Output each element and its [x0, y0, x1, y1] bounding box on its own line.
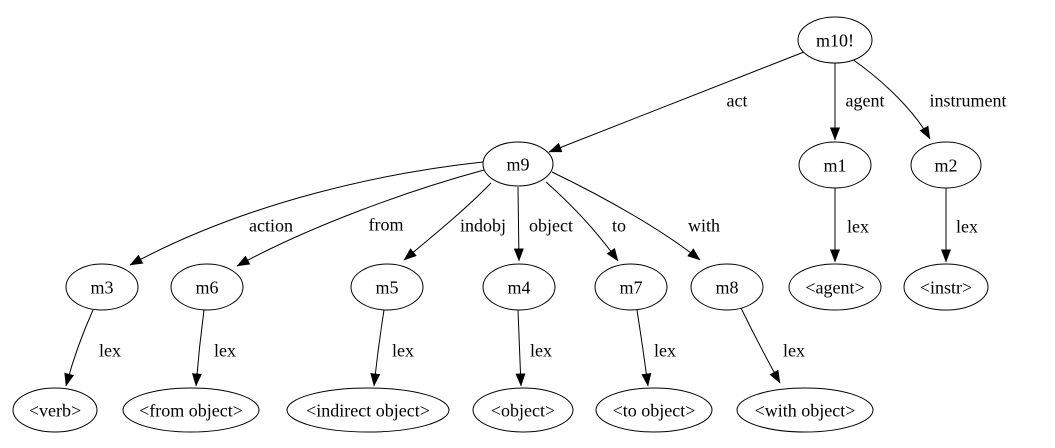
edge-m9-m5: [403, 182, 492, 261]
node-ellipse-m2: [910, 141, 982, 189]
edge-label-m7-to-object-lex: lex: [654, 340, 676, 360]
node-ellipse-instr-lex: [903, 263, 989, 311]
edge-label-m10-m2: instrument: [930, 90, 1007, 110]
node-m5: m5: [350, 263, 424, 311]
edge-label-m9-m8: with: [688, 215, 720, 235]
node-object-lex: <object>: [472, 387, 574, 433]
node-m4: m4: [482, 263, 556, 311]
node-label-m1: m1: [823, 155, 846, 175]
node-label-with-object-lex: <with object>: [755, 400, 856, 420]
edge-label-m10-m9: act: [727, 90, 748, 110]
edge-label-m5-indirect-object-lex: lex: [392, 340, 414, 360]
node-label-from-object-lex: <from object>: [139, 400, 243, 420]
node-ellipse-m5: [350, 263, 424, 311]
node-instr-lex: <instr>: [903, 263, 989, 311]
node-m1: m1: [798, 141, 872, 189]
node-ellipse-to-object-lex: [595, 387, 713, 433]
node-verb-lex: <verb>: [12, 387, 98, 433]
edge-label-m2-instr-lex: lex: [956, 216, 978, 236]
node-label-m9: m9: [506, 154, 529, 174]
node-ellipse-m6: [170, 263, 244, 311]
node-m7: m7: [594, 263, 668, 311]
edge-m10-m2: [851, 58, 931, 140]
edge-label-m6-from-object-lex: lex: [214, 340, 236, 360]
edge-m9-m4: [513, 186, 524, 262]
node-ellipse-m10: [797, 16, 873, 64]
edge-label-m8-with-object-lex: lex: [783, 340, 805, 360]
edge-m5-indirect-object-lex: [370, 309, 385, 387]
node-with-object-lex: <with object>: [736, 387, 874, 433]
node-label-m4: m4: [507, 277, 530, 297]
node-m9: m9: [482, 141, 554, 187]
edge-m9-m8: [551, 171, 701, 261]
node-label-indirect-object-lex: <indirect object>: [306, 400, 430, 420]
node-ellipse-verb-lex: [12, 387, 98, 433]
node-m8: m8: [690, 263, 764, 311]
node-ellipse-m3: [65, 263, 139, 311]
edge-label-m9-m7: to: [612, 215, 626, 235]
edge-m3-verb-lex: [64, 309, 94, 387]
node-ellipse-indirect-object-lex: [286, 387, 450, 433]
node-label-verb-lex: <verb>: [29, 400, 81, 420]
node-label-m10: m10!: [816, 30, 854, 50]
edge-m9-m6: [236, 169, 485, 267]
node-ellipse-from-object-lex: [122, 387, 260, 433]
node-ellipse-with-object-lex: [736, 387, 874, 433]
edge-label-m3-verb-lex: lex: [99, 340, 121, 360]
node-ellipse-m1: [798, 141, 872, 189]
edge-m8-with-object-lex: [740, 307, 781, 384]
node-label-instr-lex: <instr>: [920, 277, 972, 297]
node-m3: m3: [65, 263, 139, 311]
edge-m7-to-object-lex: [636, 309, 652, 387]
node-ellipse-m7: [594, 263, 668, 311]
node-label-m6: m6: [195, 277, 218, 297]
node-m10: m10!: [797, 16, 873, 64]
edge-label-m9-m5: indobj: [460, 215, 506, 235]
edge-label-m9-m4: object: [529, 215, 573, 235]
node-label-m7: m7: [619, 277, 642, 297]
edge-label-m10-m1: agent: [846, 90, 885, 110]
edge-m4-object-lex: [515, 309, 526, 387]
node-label-m8: m8: [715, 277, 738, 297]
edge-m10-m9: [548, 51, 805, 153]
edge-m9-m7: [545, 181, 619, 262]
node-label-m2: m2: [934, 155, 957, 175]
node-ellipse-m4: [482, 263, 556, 311]
edge-label-m9-m6: from: [369, 214, 404, 234]
node-ellipse-m9: [482, 141, 554, 187]
node-m2: m2: [910, 141, 982, 189]
node-label-m5: m5: [375, 277, 398, 297]
node-to-object-lex: <to object>: [595, 387, 713, 433]
edge-m6-from-object-lex: [191, 309, 205, 387]
node-m6: m6: [170, 263, 244, 311]
node-from-object-lex: <from object>: [122, 387, 260, 433]
node-agent-lex: <agent>: [788, 263, 882, 311]
node-ellipse-agent-lex: [788, 263, 882, 311]
node-indirect-object-lex: <indirect object>: [286, 387, 450, 433]
node-ellipse-object-lex: [472, 387, 574, 433]
edge-label-m1-agent-lex: lex: [847, 216, 869, 236]
node-label-to-object-lex: <to object>: [613, 400, 696, 420]
edge-label-m9-m3: action: [249, 215, 293, 235]
node-label-m3: m3: [90, 277, 113, 297]
node-label-agent-lex: <agent>: [805, 277, 864, 297]
node-ellipse-m8: [690, 263, 764, 311]
edge-label-m4-object-lex: lex: [530, 340, 552, 360]
node-label-object-lex: <object>: [491, 400, 555, 420]
edge-m9-m3: [129, 161, 484, 266]
